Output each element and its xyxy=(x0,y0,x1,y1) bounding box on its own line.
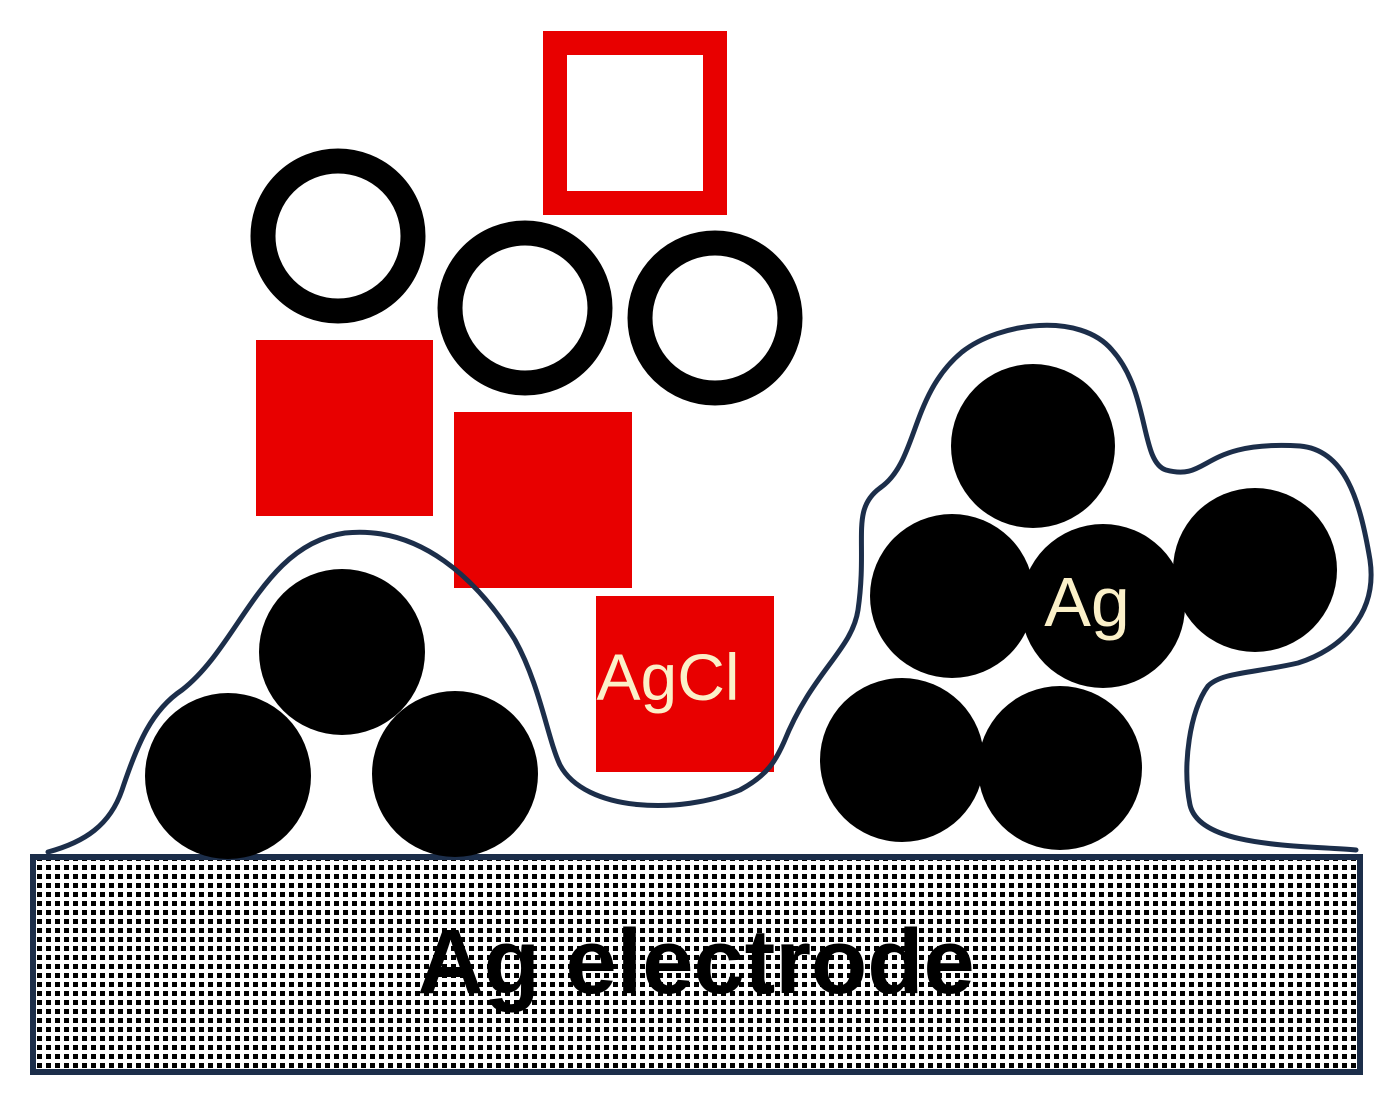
hollow-ring xyxy=(627,230,803,406)
ag-label: Ag xyxy=(1044,563,1130,641)
ag-particle xyxy=(978,686,1142,850)
ag-particle xyxy=(951,364,1115,528)
electrode-label: Ag electrode xyxy=(417,911,974,1013)
ag-particle xyxy=(820,678,984,842)
ag-particle xyxy=(1173,488,1337,652)
hollow-ring xyxy=(250,148,426,324)
envelope-outline xyxy=(45,322,1374,855)
agcl-filled-square xyxy=(256,340,433,516)
agcl-label: AgCl xyxy=(596,640,739,714)
hollow-ring xyxy=(437,220,613,396)
ag-particle xyxy=(870,514,1034,678)
ag-electrode-substrate xyxy=(30,854,1363,1075)
agcl-filled-square xyxy=(596,596,774,772)
ag-particle xyxy=(1021,524,1185,688)
ag-particle xyxy=(259,569,425,735)
ag-particle xyxy=(145,693,311,859)
agcl-filled-square xyxy=(454,412,632,588)
agcl-hollow-square xyxy=(543,31,727,215)
ag-particle xyxy=(372,691,538,857)
